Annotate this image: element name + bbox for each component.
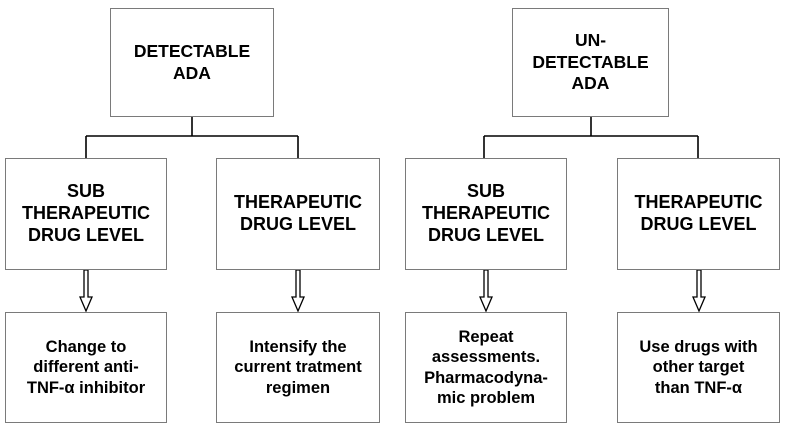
action-node-change-inhibitor: Change to different anti- TNF-α inhibito…: [5, 312, 167, 423]
level-node-sub-therapeutic: SUB THERAPEUTIC DRUG LEVEL: [5, 158, 167, 270]
level-node-sub-therapeutic: SUB THERAPEUTIC DRUG LEVEL: [405, 158, 567, 270]
left-tree-connectors: [85, 117, 299, 158]
root-node-detectable-ada: DETECTABLE ADA: [110, 8, 274, 117]
level-node-therapeutic: THERAPEUTIC DRUG LEVEL: [216, 158, 380, 270]
arrow-down-icon: [291, 269, 305, 313]
root-node-undetectable-ada: UN- DETECTABLE ADA: [512, 8, 669, 117]
action-node-intensify-regimen: Intensify the current tratment regimen: [216, 312, 380, 423]
right-tree-connectors: [483, 117, 699, 158]
hollow-arrows: [79, 269, 706, 313]
arrow-down-icon: [79, 269, 93, 313]
arrow-down-icon: [692, 269, 706, 313]
action-node-use-other-target: Use drugs with other target than TNF-α: [617, 312, 780, 423]
arrow-down-icon: [479, 269, 493, 313]
action-node-repeat-assessments: Repeat assessments. Pharmacodyna- mic pr…: [405, 312, 567, 423]
level-node-therapeutic: THERAPEUTIC DRUG LEVEL: [617, 158, 780, 270]
